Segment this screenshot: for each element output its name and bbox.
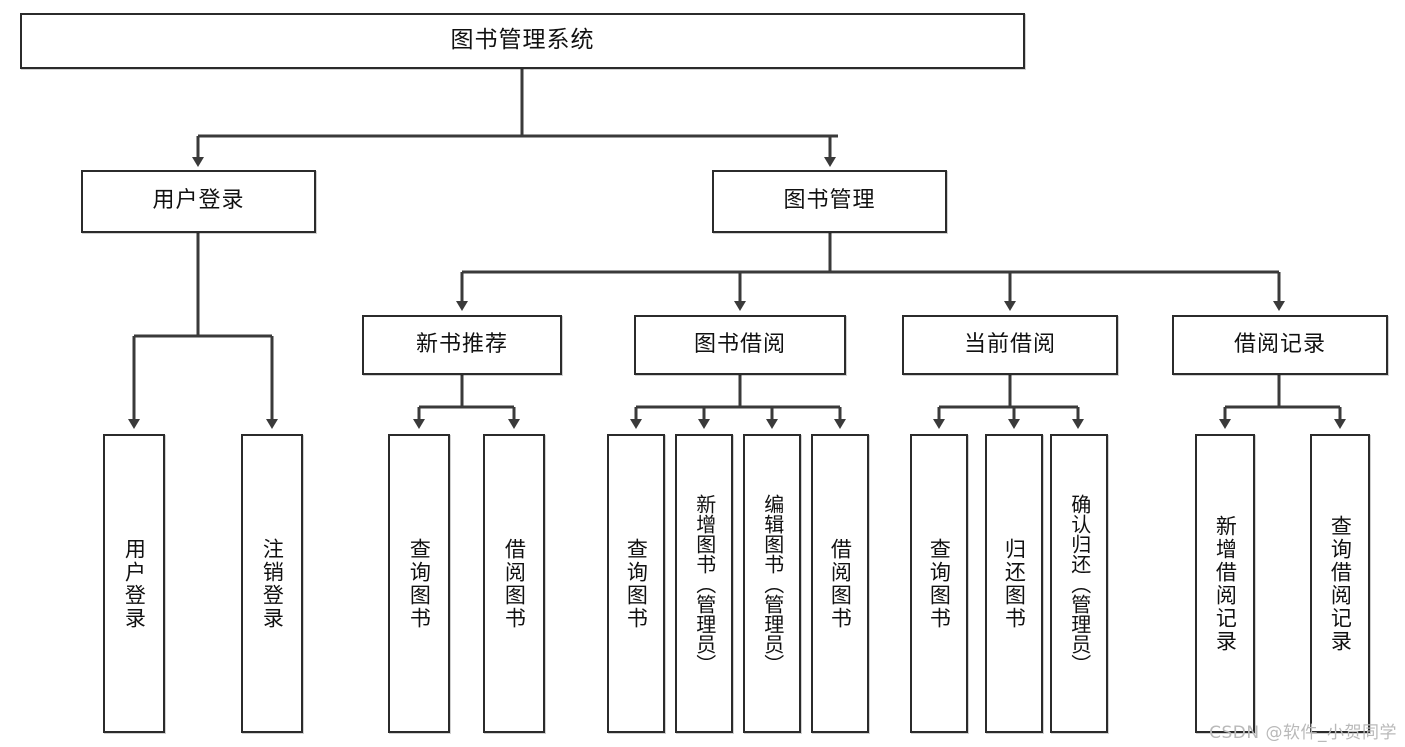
node-user-login[interactable]: 用户登录 <box>81 170 316 233</box>
node-label: 借阅图书 <box>828 537 853 630</box>
node-leaf-query-borrow-record[interactable]: 查询借阅记录 <box>1310 434 1370 733</box>
node-leaf-logout[interactable]: 注销登录 <box>241 434 303 733</box>
node-leaf-borrow-book-recommend[interactable]: 借阅图书 <box>483 434 545 733</box>
node-label: 图书管理 <box>783 188 876 214</box>
node-leaf-edit-book-admin[interactable]: 编辑图书（管理员） <box>743 434 801 733</box>
node-leaf-add-book-admin[interactable]: 新增图书（管理员） <box>675 434 733 733</box>
node-label: 注销登录 <box>260 537 285 630</box>
node-leaf-confirm-return-admin[interactable]: 确认归还（管理员） <box>1050 434 1108 733</box>
node-label: 用户登录 <box>122 537 147 630</box>
node-label: 确认归还（管理员） <box>1067 493 1092 674</box>
node-label: 新增图书（管理员） <box>692 493 717 674</box>
node-label: 查询借阅记录 <box>1328 514 1353 653</box>
node-label: 当前借阅 <box>963 331 1056 357</box>
node-label: 图书借阅 <box>693 331 786 357</box>
node-new-book-recommend[interactable]: 新书推荐 <box>362 315 562 375</box>
node-label: 查询图书 <box>407 537 432 630</box>
node-book-management[interactable]: 图书管理 <box>712 170 947 233</box>
node-leaf-borrow-book[interactable]: 借阅图书 <box>811 434 869 733</box>
node-leaf-return-book[interactable]: 归还图书 <box>985 434 1043 733</box>
node-book-borrow[interactable]: 图书借阅 <box>634 315 846 375</box>
node-root-book-management-system[interactable]: 图书管理系统 <box>20 13 1025 69</box>
node-borrow-record[interactable]: 借阅记录 <box>1172 315 1388 375</box>
node-label: 借阅记录 <box>1233 331 1326 357</box>
node-label: 编辑图书（管理员） <box>760 493 785 674</box>
node-leaf-query-book-recommend[interactable]: 查询图书 <box>388 434 450 733</box>
node-leaf-add-borrow-record[interactable]: 新增借阅记录 <box>1195 434 1255 733</box>
node-label: 新增借阅记录 <box>1213 514 1238 653</box>
node-label: 查询图书 <box>927 537 952 630</box>
node-leaf-query-book-borrow[interactable]: 查询图书 <box>607 434 665 733</box>
node-label: 借阅图书 <box>502 537 527 630</box>
node-leaf-query-book-current[interactable]: 查询图书 <box>910 434 968 733</box>
node-label: 新书推荐 <box>415 331 508 357</box>
node-label: 图书管理系统 <box>450 27 595 54</box>
node-label: 归还图书 <box>1002 537 1027 630</box>
node-leaf-user-login[interactable]: 用户登录 <box>103 434 165 733</box>
node-label: 用户登录 <box>152 188 245 214</box>
watermark: CSDN @软件_小贺同学 <box>1209 723 1397 743</box>
node-label: 查询图书 <box>624 537 649 630</box>
node-current-borrow[interactable]: 当前借阅 <box>902 315 1118 375</box>
